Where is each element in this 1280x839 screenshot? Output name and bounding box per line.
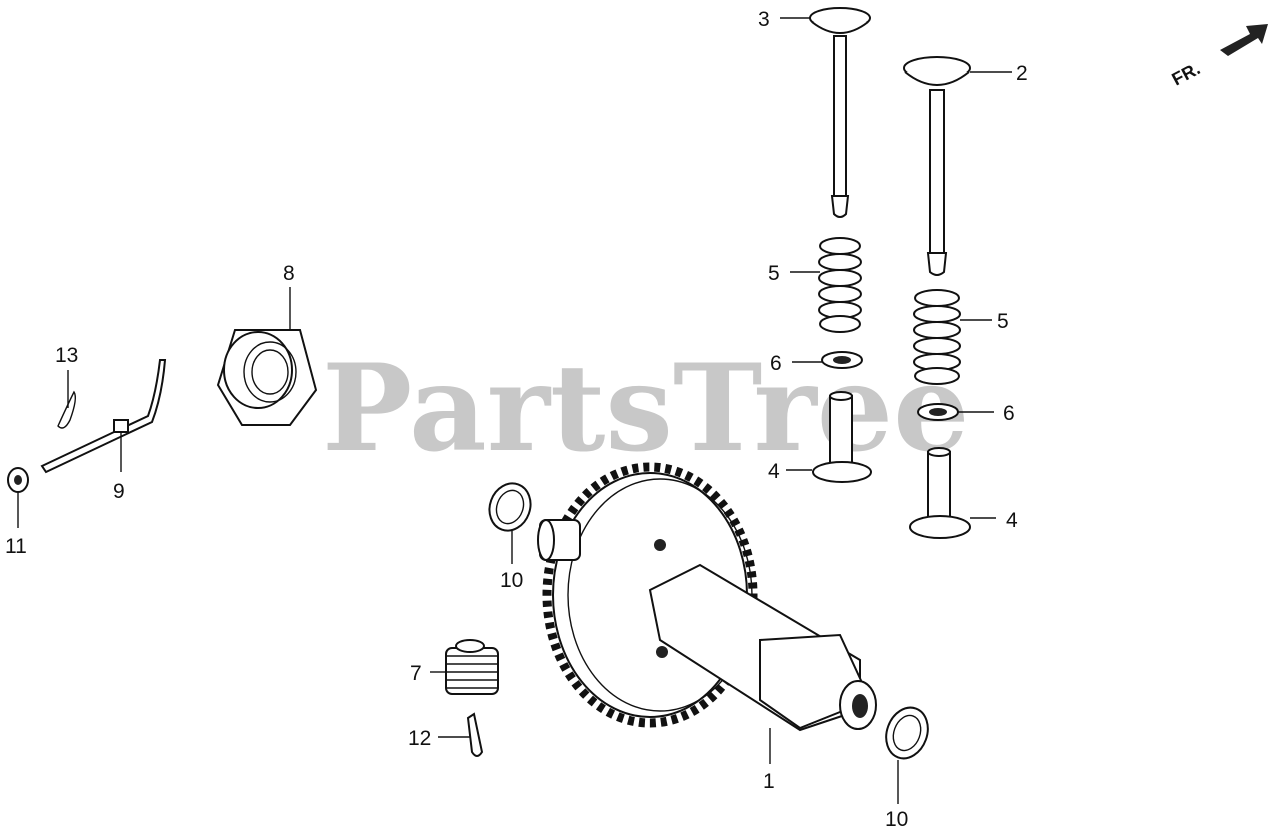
callout-13: 13 [55,344,78,367]
cotter-pin-part-12[interactable] [466,712,484,757]
valve-spring-part-5-right[interactable] [913,289,961,385]
callout-labels: 3 2 5 5 6 6 4 4 8 13 9 11 10 7 12 1 10 [5,8,1028,831]
spring-retainer-part-6-left[interactable] [821,351,863,369]
tappet-part-4-left[interactable] [812,391,872,483]
callout-2: 2 [1016,62,1028,85]
callout-1: 1 [763,770,775,793]
callout-5-left: 5 [768,262,780,285]
callout-12: 12 [408,727,431,750]
callout-9: 9 [113,480,125,503]
washer-part-10-upper[interactable] [483,478,537,537]
callout-7: 7 [410,662,422,685]
valve-part-3[interactable] [809,7,871,218]
callout-8: 8 [283,262,295,285]
part-7[interactable] [445,639,499,695]
valve-spring-part-5-left[interactable] [818,237,862,333]
callout-6-left: 6 [770,352,782,375]
front-direction-arrow: FR. [1168,24,1268,90]
leader-lines [17,17,1012,804]
callout-4-right: 4 [1006,509,1018,532]
housing-part-8[interactable] [216,329,318,426]
spring-retainer-part-6-right[interactable] [917,403,959,421]
callout-3: 3 [758,8,770,31]
shaft-part-9[interactable] [40,359,167,474]
callout-4-left: 4 [768,460,780,483]
callout-10-lower: 10 [885,808,908,831]
valve-part-2[interactable] [903,56,971,276]
clip-part-13[interactable] [57,390,77,429]
callout-6-right: 6 [1003,402,1015,425]
tappet-part-4-right[interactable] [909,447,971,539]
washer-part-11[interactable] [7,467,29,493]
watermark: PartsTree [322,338,969,479]
callout-11: 11 [5,535,27,558]
callout-10-upper: 10 [500,569,523,592]
callout-5-right: 5 [997,310,1009,333]
front-direction-label: FR. [1168,58,1203,89]
washer-part-10-lower[interactable] [879,702,934,765]
camshaft-gear-part-1[interactable] [537,462,877,732]
